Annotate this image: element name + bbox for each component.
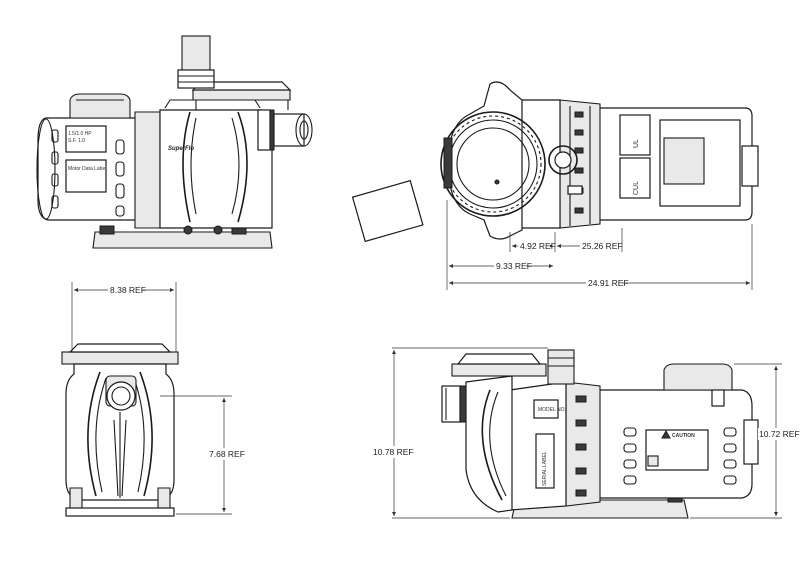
dim-7-68: 7.68 REF [209,449,245,459]
ul-mark: UL [633,139,640,148]
serial-label: SERIAL LABEL [542,451,548,486]
dim-8-38: 8.38 REF [110,285,146,295]
dim-10-72: 10.72 REF [759,429,800,439]
dim-25-26: 25.26 REF [582,241,623,251]
model-no-label: MODEL NO. [538,407,566,413]
dim-10-78: 10.78 REF [373,447,414,457]
caution-text: CAUTION [672,433,695,439]
motor-rating-text: 1.5/1.0 HP [68,131,92,137]
cul-mark: CUL [633,181,640,195]
dim-4-92: 4.92 REF [520,241,556,251]
side-view: 1.5/1.0 HP S.F. 1.0 Motor Data Label Sup… [36,35,313,249]
dim-9-33: 9.33 REF [496,261,532,271]
svg-text:S.F. 1.0: S.F. 1.0 [68,138,85,144]
dim-24-91: 24.91 REF [588,278,629,288]
front-view: 8.38 REF 7.68 REF [61,282,245,517]
motor-label-text: Motor Data Label [68,166,106,172]
elevation-view: CAUTION MODEL NO. SERIAL LABEL [372,347,800,519]
brand-logo: SuperFlo [168,146,194,152]
top-view: UL CUL [351,81,759,290]
